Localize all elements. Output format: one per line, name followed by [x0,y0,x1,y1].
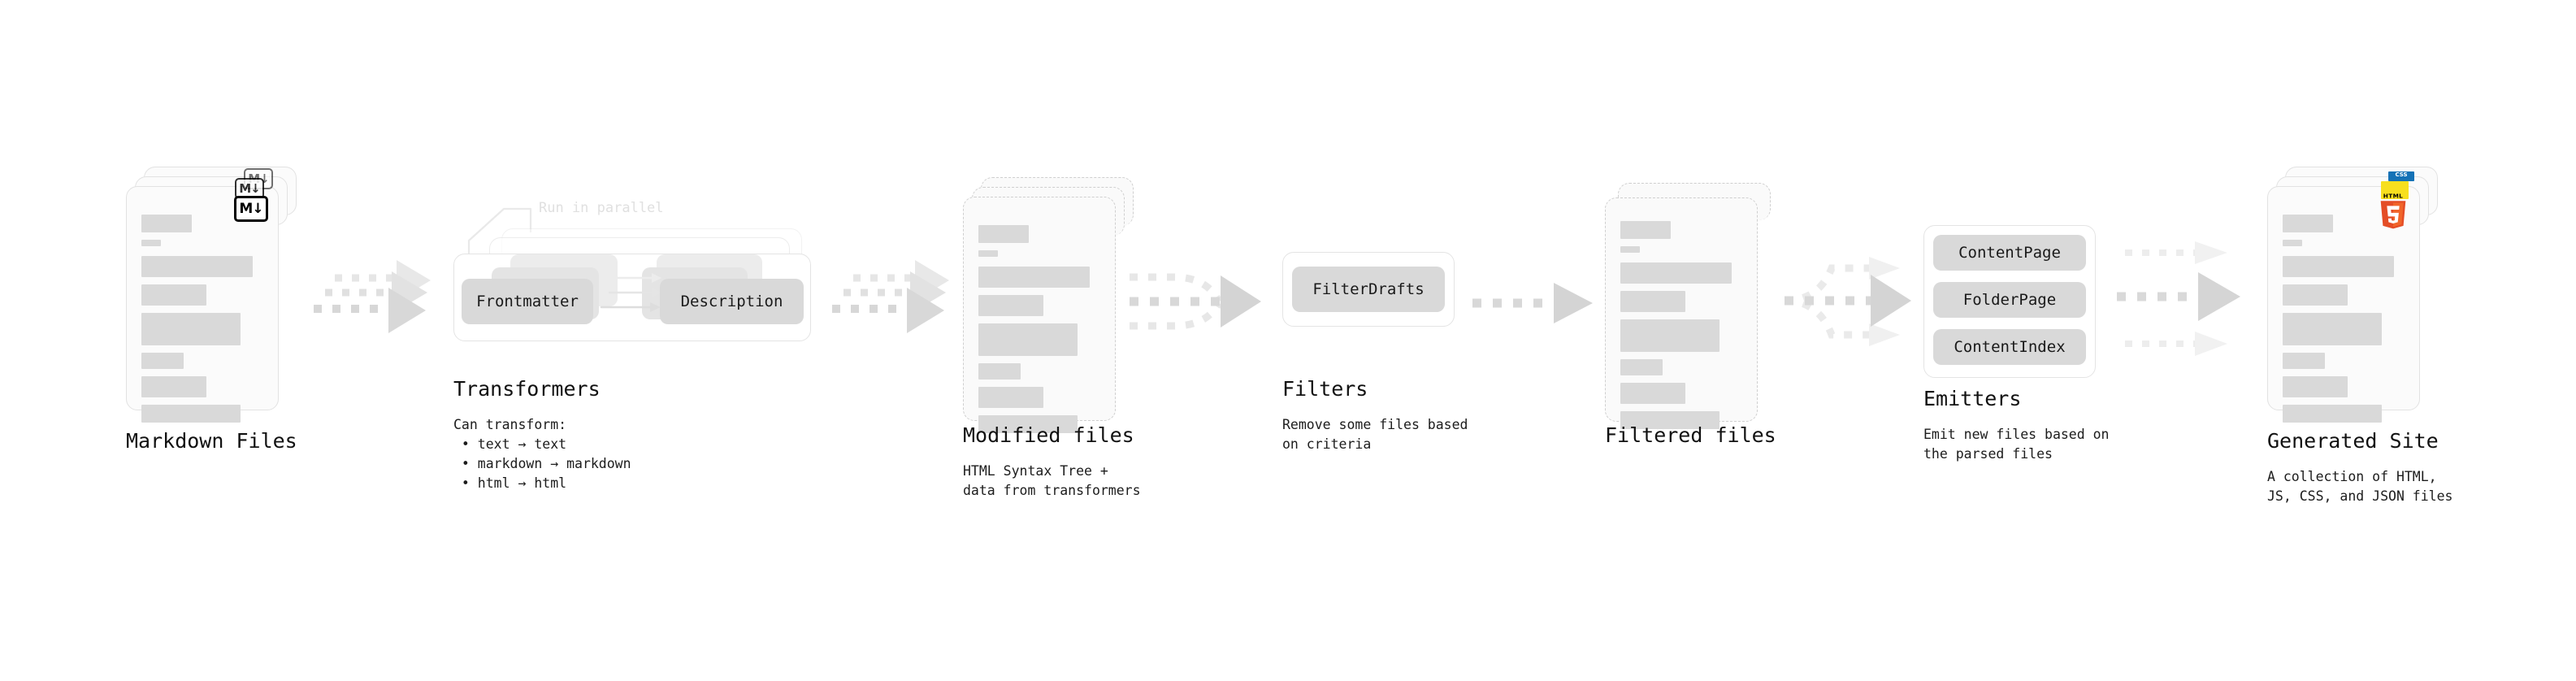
emitter-item-contentpage[interactable]: ContentPage [1933,235,2086,271]
markdown-icon: M↓ [234,196,268,222]
content-line [141,256,253,277]
modified-card-front [963,197,1116,433]
transformer-item-label: Frontmatter [476,293,579,310]
emitter-item-label: FolderPage [1962,291,2057,309]
content-line [978,363,1021,380]
arrow-markdown-to-transformers [310,260,440,349]
arrow-modified-to-filters [1130,264,1272,345]
content-line [141,284,206,306]
content-line [141,313,241,345]
emitter-item-label: ContentPage [1958,244,2061,262]
markdown-icon: M↓ [235,178,264,199]
content-line [978,225,1029,243]
content-line [978,415,1078,433]
javascript-icon [2381,181,2409,199]
content-line [2283,215,2333,232]
arrow-emitters-to-site [2117,240,2247,362]
content-line [141,215,192,232]
content-line [1620,221,1671,239]
content-line [978,323,1078,356]
content-line [1620,246,1640,253]
svg-text:HTML: HTML [2383,192,2403,199]
content-line [978,295,1043,316]
content-line [1620,319,1720,352]
arrow-filters-to-filtered [1472,283,1594,323]
transformer-inner-arrows [600,271,699,328]
transformer-item-description[interactable]: Description [660,279,804,324]
filters-title: Filters [1282,377,1368,401]
content-line [978,387,1043,408]
modified-files-title: Modified files [963,423,1134,447]
content-line [141,240,161,246]
content-line [978,250,998,257]
content-line [2283,240,2302,246]
card-content-lines [141,215,265,430]
content-line [1620,262,1732,284]
markdown-files-title: Markdown Files [126,429,297,453]
content-line [141,405,241,423]
content-line [141,376,206,397]
emitters-subtitle: Emit new files based on the parsed files [1923,427,2110,462]
filter-item-filterdrafts[interactable]: FilterDrafts [1292,267,1445,312]
arrow-transformers-to-modified [829,260,959,349]
arrow-filtered-to-emitters [1784,244,1915,358]
filtered-files-title: Filtered files [1605,423,1776,447]
site-card-front [2267,186,2420,423]
content-line [1620,359,1663,375]
html5-icon: HTML [2377,191,2409,229]
transformer-item-frontmatter[interactable]: Frontmatter [462,279,593,324]
content-line [2283,405,2382,423]
emitter-item-folderpage[interactable]: FolderPage [1933,282,2086,318]
generated-site-subtitle: A collection of HTML, JS, CSS, and JSON … [2267,469,2453,504]
generated-site-title: Generated Site [2267,429,2439,453]
filters-subtitle: Remove some files based on criteria [1282,417,1468,452]
transformers-title: Transformers [453,377,601,401]
run-in-parallel-leader [467,195,581,268]
content-line [2283,376,2348,397]
content-line [2283,284,2348,306]
emitters-title: Emitters [1923,387,2022,410]
modified-files-subtitle: HTML Syntax Tree + data from transformer… [963,463,1141,498]
card-content-lines [978,225,1102,440]
filter-item-label: FilterDrafts [1312,280,1425,298]
modified-files-card-stack [963,177,1134,433]
markdown-files-card-stack: M↓ M↓ M↓ [126,167,297,423]
css3-icon-label: CSS [2395,171,2408,178]
filtered-card-front [1605,197,1758,429]
content-line [2283,353,2325,369]
transformers-subtitle: Can transform: • text → text • markdown … [453,417,631,491]
content-line [1620,291,1685,312]
content-line [1620,383,1685,404]
content-line [141,353,184,369]
content-line [978,267,1090,288]
run-in-parallel-hint: Run in parallel [539,200,664,216]
emitter-item-contentindex[interactable]: ContentIndex [1933,329,2086,365]
card-content-lines [1620,221,1744,436]
emitter-item-label: ContentIndex [1954,338,2066,356]
generated-site-card-stack: CSS HTML [2267,167,2438,423]
card-content-lines [2283,215,2406,430]
transformer-item-label: Description [680,293,783,310]
css3-icon: CSS [2388,171,2414,181]
content-line [2283,313,2382,345]
content-line [1620,411,1720,429]
markdown-card-front [126,186,279,423]
content-line [2283,256,2394,277]
filtered-files-card-stack [1605,183,1776,429]
